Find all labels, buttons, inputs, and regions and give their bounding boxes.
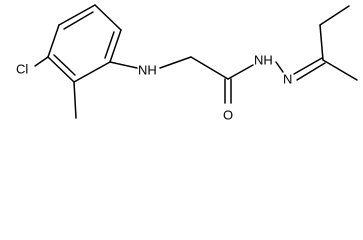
nh-n-bond bbox=[275, 61, 284, 73]
ring-double-bond bbox=[104, 31, 115, 59]
ring-double-bond bbox=[53, 54, 76, 76]
ring-nh-bond bbox=[109, 61, 138, 69]
chlorine-label: Cl bbox=[16, 62, 28, 77]
amine-nh-label: NH bbox=[138, 63, 157, 78]
ring-bond bbox=[47, 24, 60, 58]
imine-double-bond bbox=[293, 57, 323, 75]
ch2-carbonyl-bond bbox=[190, 56, 229, 80]
ring-bond bbox=[47, 56, 75, 83]
carbonyl-nh-bond bbox=[227, 64, 254, 80]
ethyl-bond bbox=[319, 5, 350, 26]
imine-ethyl-bond bbox=[319, 24, 324, 61]
imine-n-label: N bbox=[283, 72, 292, 87]
ring-bond bbox=[73, 61, 111, 83]
methyl-bond bbox=[73, 81, 77, 119]
carbonyl-oxygen-label: O bbox=[223, 108, 233, 123]
benzene-ring bbox=[47, 4, 122, 83]
chlorine-bond bbox=[34, 56, 49, 67]
ring-bond bbox=[94, 4, 122, 31]
nh-ch2-bond bbox=[159, 56, 192, 69]
chemical-structure-diagram: Cl NH O NH N bbox=[16, 4, 358, 123]
ring-double-bond bbox=[63, 11, 94, 30]
ring-bond bbox=[58, 4, 96, 26]
hydrazide-nh-label: NH bbox=[254, 53, 273, 68]
ring-bond bbox=[109, 29, 122, 63]
imine-double-bond bbox=[296, 62, 326, 81]
imine-methyl-bond bbox=[322, 59, 358, 81]
